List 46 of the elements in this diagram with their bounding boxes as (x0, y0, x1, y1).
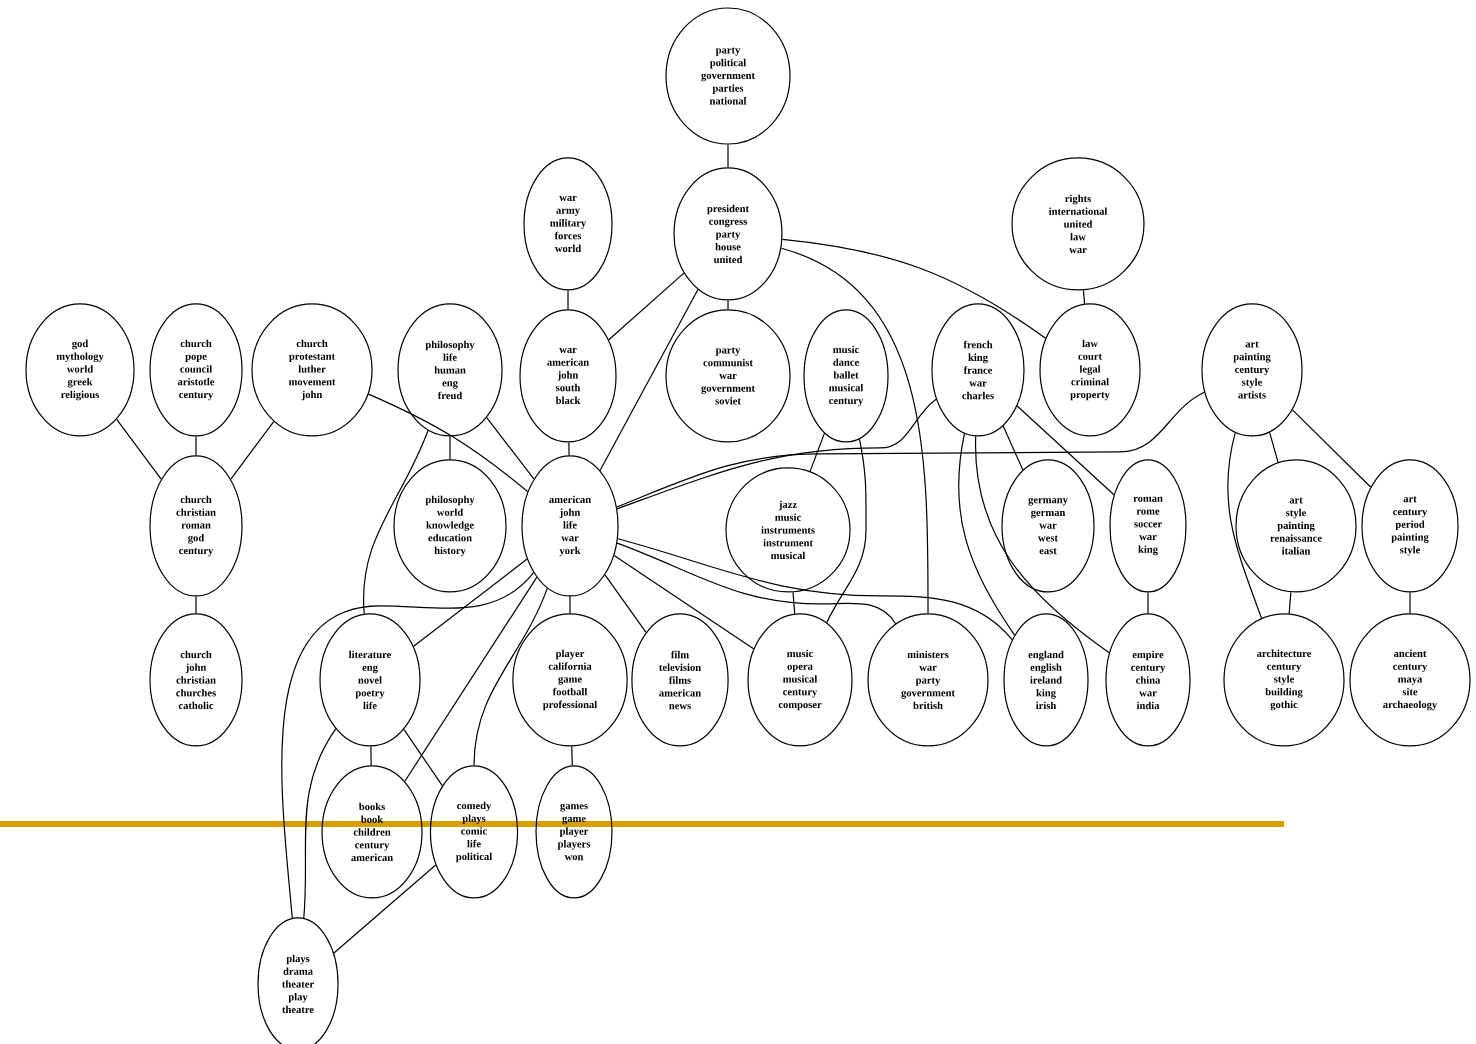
connector-line (604, 574, 647, 633)
connector-line (826, 438, 867, 624)
connector-line (449, 435, 451, 460)
connector-line (975, 435, 1110, 654)
connector-line (1269, 431, 1279, 463)
connector-line (473, 587, 548, 766)
connector-line (281, 572, 535, 919)
connector-line (567, 289, 569, 310)
connector-line (486, 417, 535, 480)
connector-line (1288, 591, 1292, 615)
connector-line (616, 391, 1205, 508)
connector-line (1291, 409, 1372, 488)
connector-line (958, 433, 1016, 636)
connector-line (1227, 432, 1263, 619)
connector-line (608, 272, 685, 341)
connector-line (230, 420, 275, 480)
connector-line (781, 238, 1047, 339)
connector-line (404, 576, 538, 782)
connector-line (569, 595, 571, 614)
connector-line (571, 745, 573, 767)
connector-line (727, 144, 729, 168)
connector-line (613, 554, 755, 650)
connector-line (1147, 591, 1149, 614)
connector-line (195, 435, 197, 456)
connector-line (1016, 405, 1115, 496)
connector-line (809, 432, 825, 472)
connector-line (727, 299, 729, 310)
connector-line (1082, 289, 1086, 305)
connector-line (1002, 425, 1024, 471)
connector-line (1409, 591, 1411, 614)
connector-line (568, 441, 570, 456)
connector-line (780, 247, 929, 614)
connector-line (370, 745, 372, 766)
connector-line (617, 538, 1013, 641)
connector-line (403, 728, 443, 787)
connector-line (616, 398, 937, 510)
connector-line (367, 393, 529, 493)
connector-line (413, 558, 528, 647)
connector-line (333, 864, 437, 954)
connector-line (616, 542, 897, 625)
connector-line (195, 595, 197, 614)
connector-line (599, 288, 699, 472)
connector-line (303, 728, 337, 919)
connector-line (792, 591, 796, 615)
connector-line (116, 418, 162, 480)
connector-line (363, 429, 429, 615)
